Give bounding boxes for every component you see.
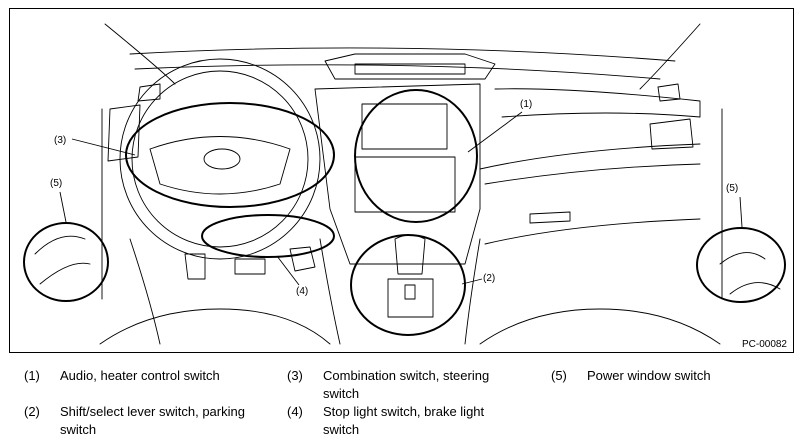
legend-item-4: (4) Stop light switch, brake light switc… (287, 403, 517, 443)
tunnel-left (319, 238, 341, 345)
callout-circle-1 (354, 89, 478, 223)
pedal-center (234, 258, 266, 275)
leader-line-2 (461, 278, 483, 285)
climate-panel (354, 156, 456, 213)
top-display-screen (354, 63, 466, 75)
legend-item-5: (5) Power window switch (551, 367, 791, 387)
legend-number: (1) (24, 368, 40, 383)
right-dash-panel (494, 88, 701, 118)
legend-number: (2) (24, 404, 40, 419)
left-door-armrest (34, 235, 86, 255)
center-stack (314, 83, 481, 265)
tunnel-right (464, 238, 481, 345)
callout-circle-5-right (696, 227, 786, 303)
dashboard-drawing (23, 23, 786, 345)
callout-circle-5-left (23, 222, 109, 302)
figure-code: PC-00082 (741, 339, 787, 350)
right-dash-trim-2 (484, 163, 701, 185)
left-side-vent (107, 104, 141, 162)
legend-item-1: (1) Audio, heater control switch (24, 367, 264, 387)
callout-label-3: (3) (54, 135, 67, 146)
callout-circle-4 (201, 214, 335, 258)
right-dash-trim (479, 143, 701, 170)
leader-line-5-left (59, 191, 67, 223)
dashboard-illustration: (1) (2) (3) (4) (5) (5) PC-00082 (9, 8, 794, 353)
legend-number: (5) (551, 368, 567, 383)
legend-text: Combination switch, steering switch (323, 368, 490, 401)
legend-text: Stop light switch, brake light switch (323, 404, 485, 437)
leader-line-1 (467, 111, 523, 153)
shift-slot (404, 284, 416, 300)
callout-circle-2 (350, 234, 466, 336)
steering-wheel-hub (149, 136, 291, 195)
legend-text: Audio, heater control switch (60, 368, 220, 383)
shift-gate (387, 278, 434, 318)
callout-label-5-right: (5) (726, 183, 739, 194)
center-screen (361, 103, 448, 150)
callout-circle-3 (125, 102, 335, 208)
right-seat (479, 308, 721, 345)
glovebox-lower (484, 218, 701, 245)
left-floor-line (129, 238, 161, 345)
left-a-pillar (104, 23, 176, 85)
top-display-pod (324, 53, 496, 80)
legend-item-3: (3) Combination switch, steering switch (287, 367, 517, 403)
leader-line-5-right (739, 196, 743, 228)
pedal-right (289, 246, 316, 272)
right-side-vent (649, 118, 694, 150)
callout-label-2: (2) (483, 273, 496, 284)
dashboard-top-edge-2 (134, 64, 661, 80)
legend-text: Shift/select lever switch, parking switc… (60, 404, 245, 437)
legend-number: (4) (287, 404, 303, 419)
legend-item-2: (2) Shift/select lever switch, parking s… (24, 403, 264, 443)
callout-label-5-left: (5) (50, 178, 63, 189)
steering-wheel-inner (131, 70, 309, 248)
steering-wheel-emblem (203, 148, 241, 170)
right-a-pillar (639, 23, 701, 90)
glovebox-handle (529, 211, 571, 224)
left-door-armrest-2 (39, 262, 91, 285)
left-seat (99, 308, 331, 345)
leader-line-3 (71, 138, 136, 156)
callout-label-4: (4) (296, 286, 309, 297)
right-door-armrest (719, 252, 766, 265)
right-door-armrest-2 (729, 282, 781, 295)
right-upper-vent (657, 83, 681, 102)
callout-label-1: (1) (520, 99, 533, 110)
shift-knob (394, 234, 426, 275)
dashboard-top-edge (129, 47, 676, 62)
legend-number: (3) (287, 368, 303, 383)
leader-line-4 (276, 255, 300, 286)
legend-text: Power window switch (587, 368, 711, 383)
pedal-left (184, 253, 206, 280)
steering-wheel-rim (119, 58, 321, 260)
